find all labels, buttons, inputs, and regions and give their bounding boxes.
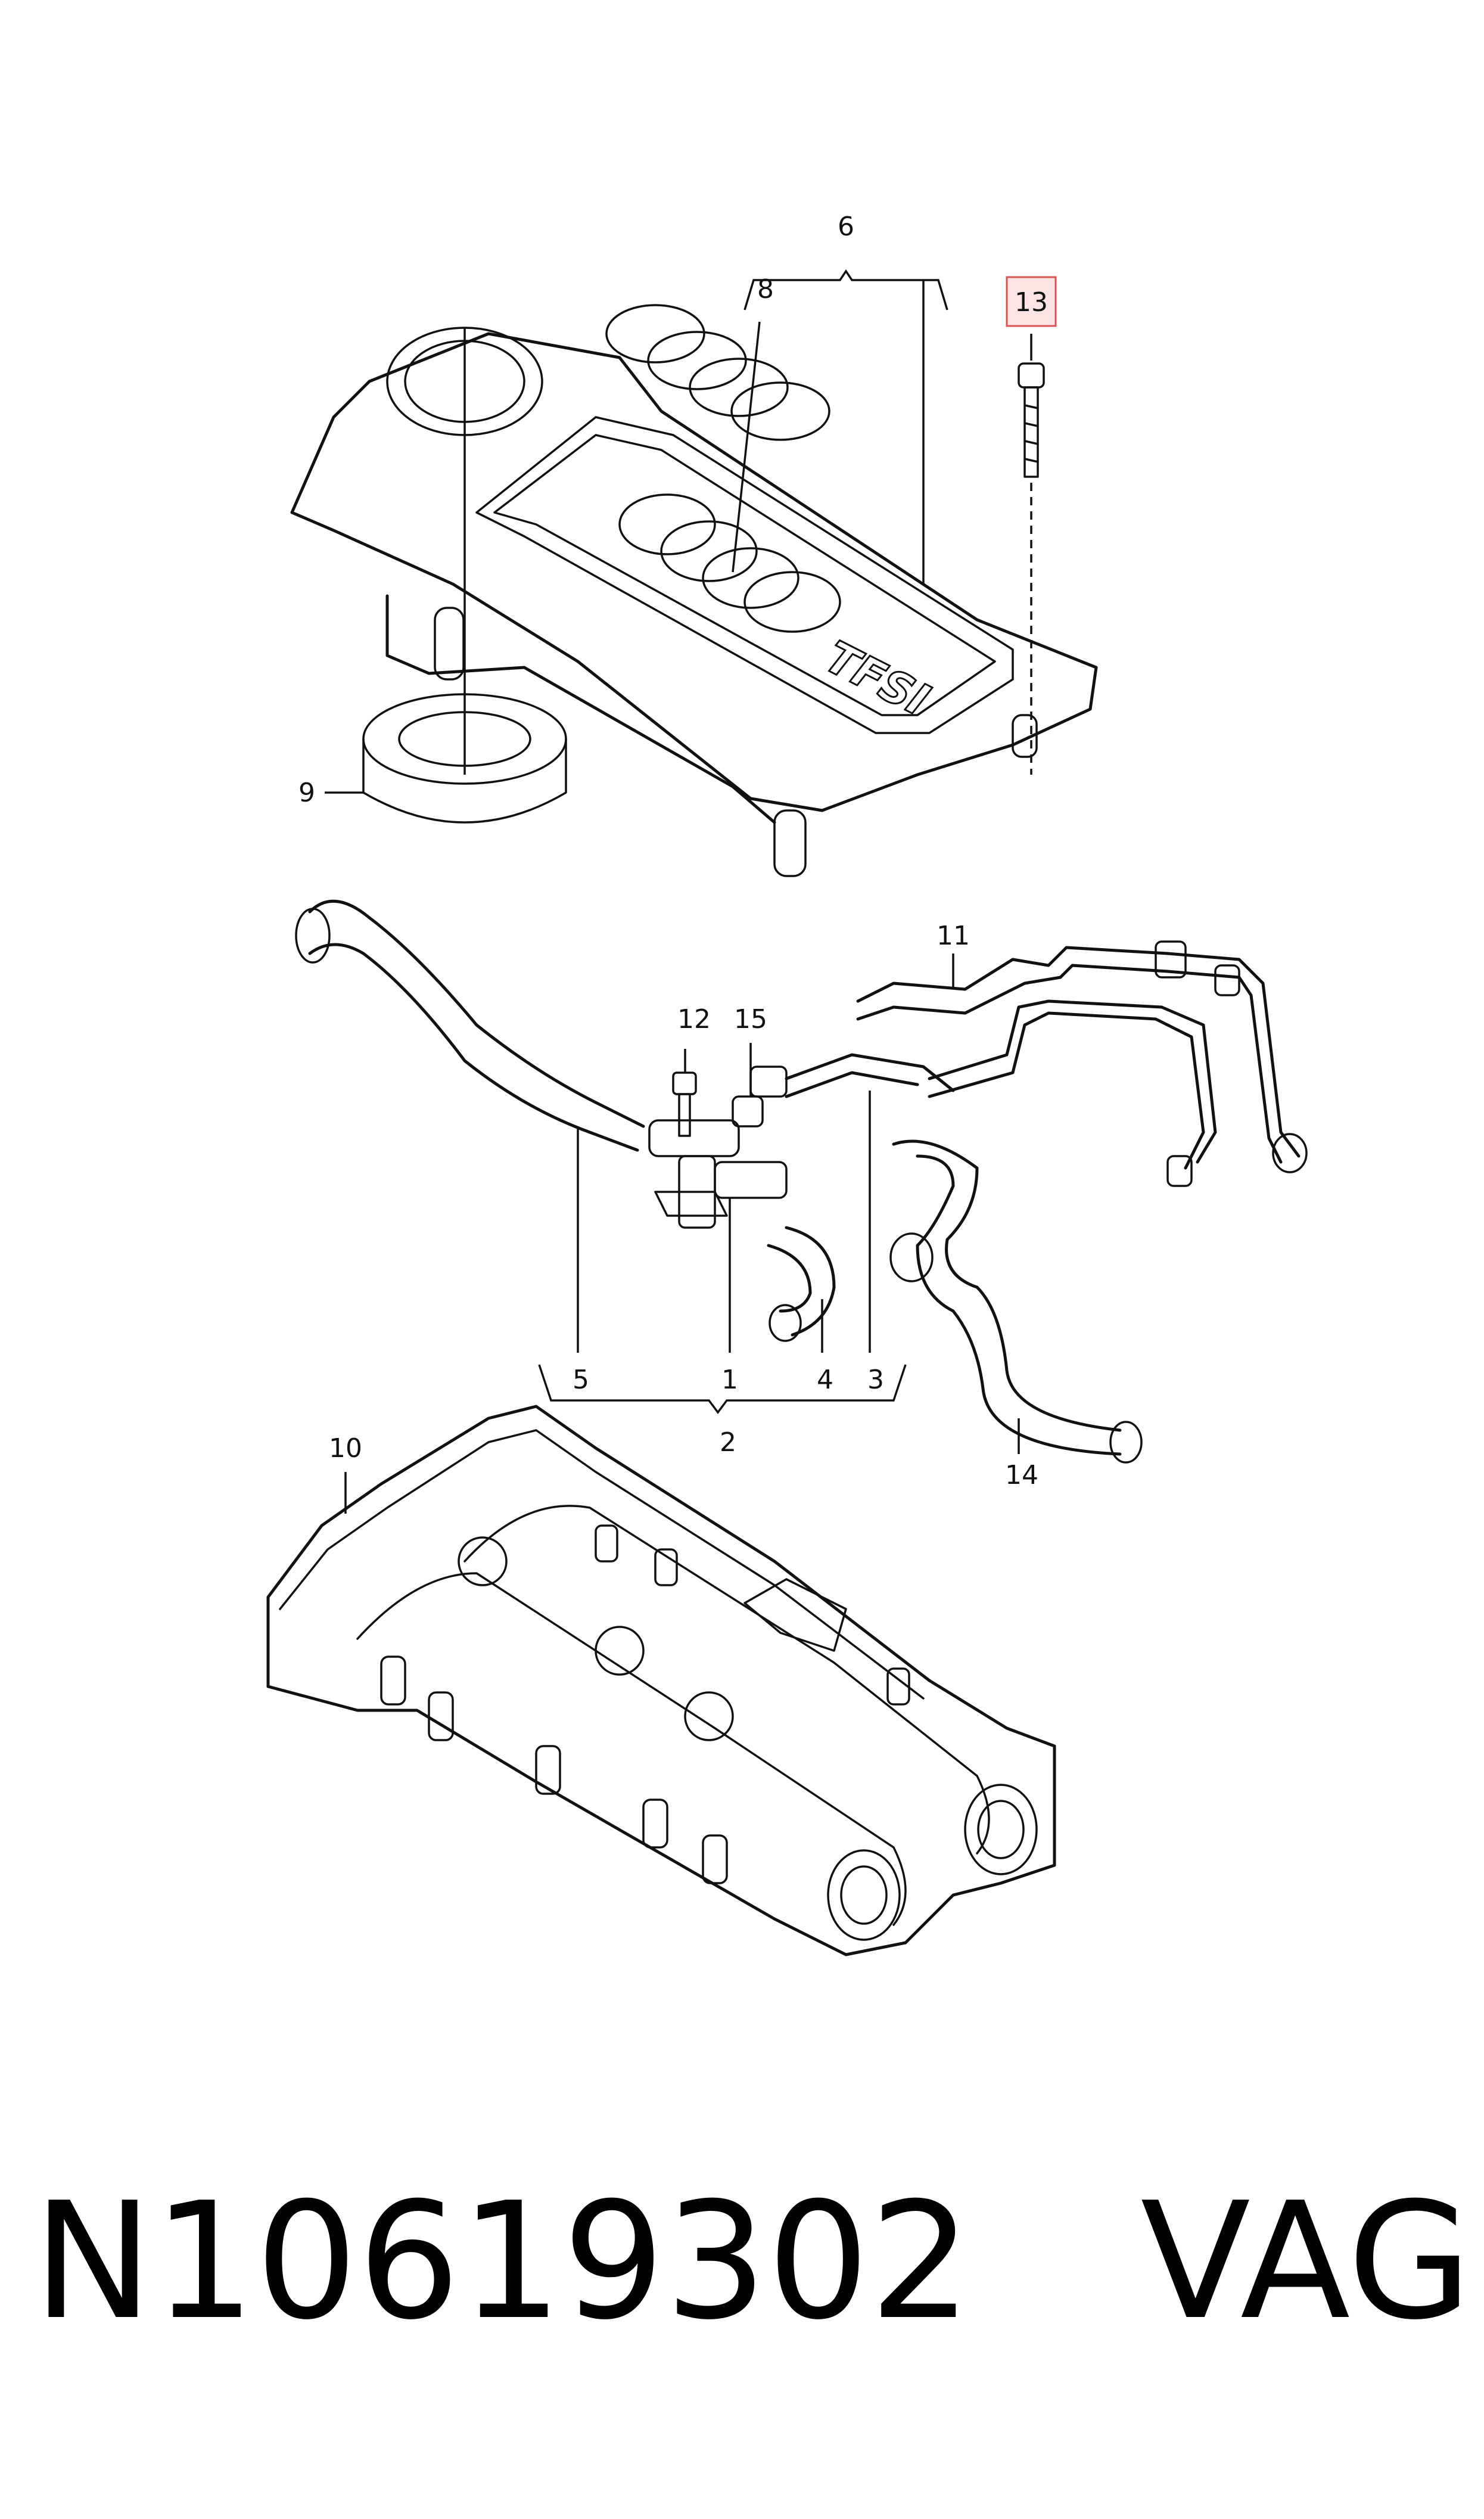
hose-14: [889, 1139, 1143, 1464]
cover-rings-icon: [618, 493, 841, 633]
connector-assembly-1: [648, 1119, 788, 1229]
callout-4: 4: [817, 1365, 833, 1395]
hose-3: [785, 1053, 955, 1098]
engine-cover: TFSI: [290, 327, 1098, 877]
callout-9: 9: [298, 778, 315, 808]
callout-1: 1: [721, 1365, 738, 1395]
parts-diagram: TFSI: [266, 212, 1308, 1956]
callout-labels: 13 6 8 9 11 12 15 5 1 4 3 2 14 10: [298, 212, 1057, 1490]
callout-3: 3: [867, 1365, 884, 1395]
cylinder-head-cover-10: [266, 1405, 1056, 1956]
callout-15: 15: [734, 1004, 767, 1035]
callout-leaders: [325, 269, 1032, 1514]
brand-name: VAG: [1140, 2167, 1472, 2355]
screw-12: [672, 1071, 697, 1137]
callout-8: 8: [757, 274, 774, 305]
callout-10: 10: [329, 1433, 362, 1464]
breather-hose-5: [295, 899, 645, 1152]
callout-5: 5: [573, 1365, 589, 1395]
callout-11: 11: [937, 921, 970, 951]
callout-13: 13: [1015, 287, 1048, 318]
callout-14: 14: [1005, 1460, 1038, 1490]
bolt-icon: [1018, 362, 1045, 478]
clip-15: [732, 1066, 788, 1128]
callout-2: 2: [720, 1427, 736, 1458]
pipe-11: [856, 940, 1308, 1187]
rings-emblem-icon: [605, 304, 830, 441]
highlight-box-13: [1006, 276, 1057, 327]
part-number: N10619302: [33, 2167, 972, 2355]
callout-12: 12: [677, 1004, 711, 1035]
hose-4: [767, 1226, 836, 1342]
callout-6: 6: [838, 212, 854, 242]
